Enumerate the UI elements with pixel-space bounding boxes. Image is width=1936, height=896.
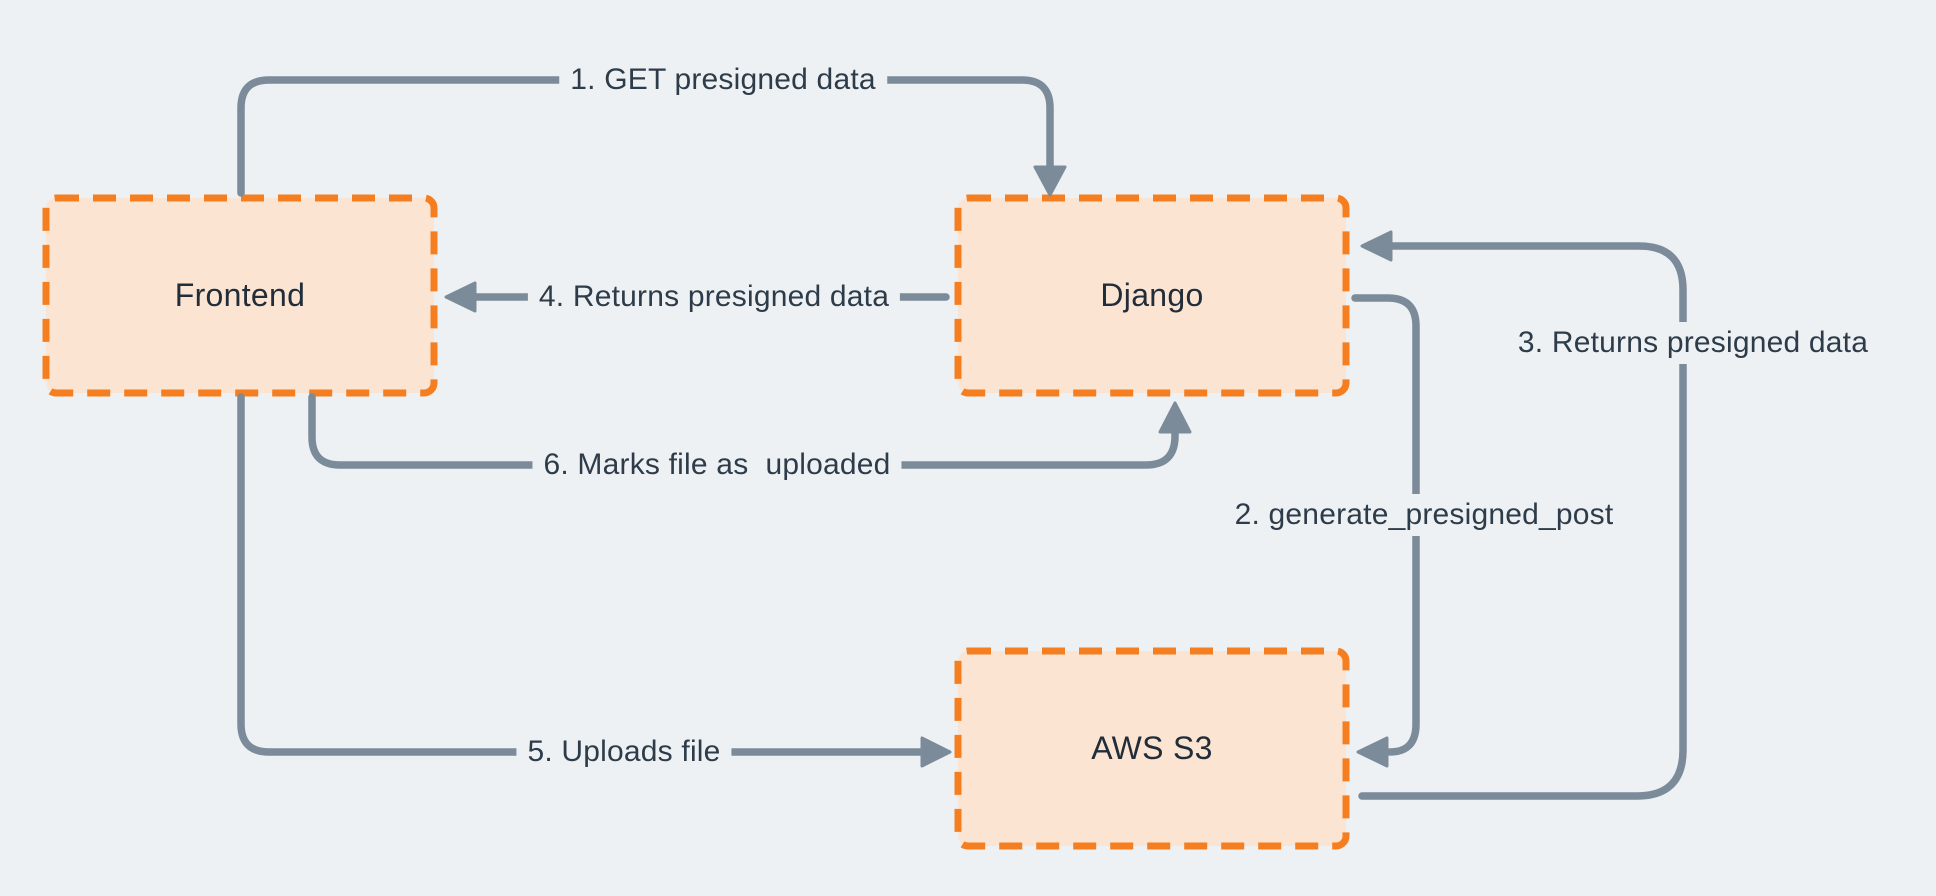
arrow-2-generate-presigned-post xyxy=(1351,294,1420,768)
arrow-1-down-arrowhead xyxy=(1033,165,1067,197)
arrow-2-line xyxy=(1351,294,1420,756)
arrow-1-line xyxy=(237,76,1054,197)
arrow-3-line xyxy=(1358,242,1687,800)
arrow-5-uploads-file xyxy=(237,393,952,768)
django-box xyxy=(954,194,1350,397)
arrow-6-marks-file-uploaded xyxy=(308,393,1192,469)
arrow-6-line xyxy=(308,393,1179,469)
arrow-6-up-arrowhead xyxy=(1158,401,1192,434)
aws-s3-box xyxy=(954,647,1350,850)
arrow-4-left-arrowhead xyxy=(444,281,477,313)
frontend-box xyxy=(42,194,438,397)
arrow-5-line xyxy=(237,393,927,756)
arrow-2-left-arrowhead xyxy=(1356,736,1389,768)
arrow-3-returns-presigned-data xyxy=(1358,230,1687,800)
arrow-5-right-arrowhead xyxy=(920,736,952,768)
arrow-1-get-presigned-data xyxy=(237,76,1067,197)
arrow-3-left-arrowhead xyxy=(1360,230,1393,262)
arrow-4-returns-presigned-data xyxy=(444,281,950,313)
